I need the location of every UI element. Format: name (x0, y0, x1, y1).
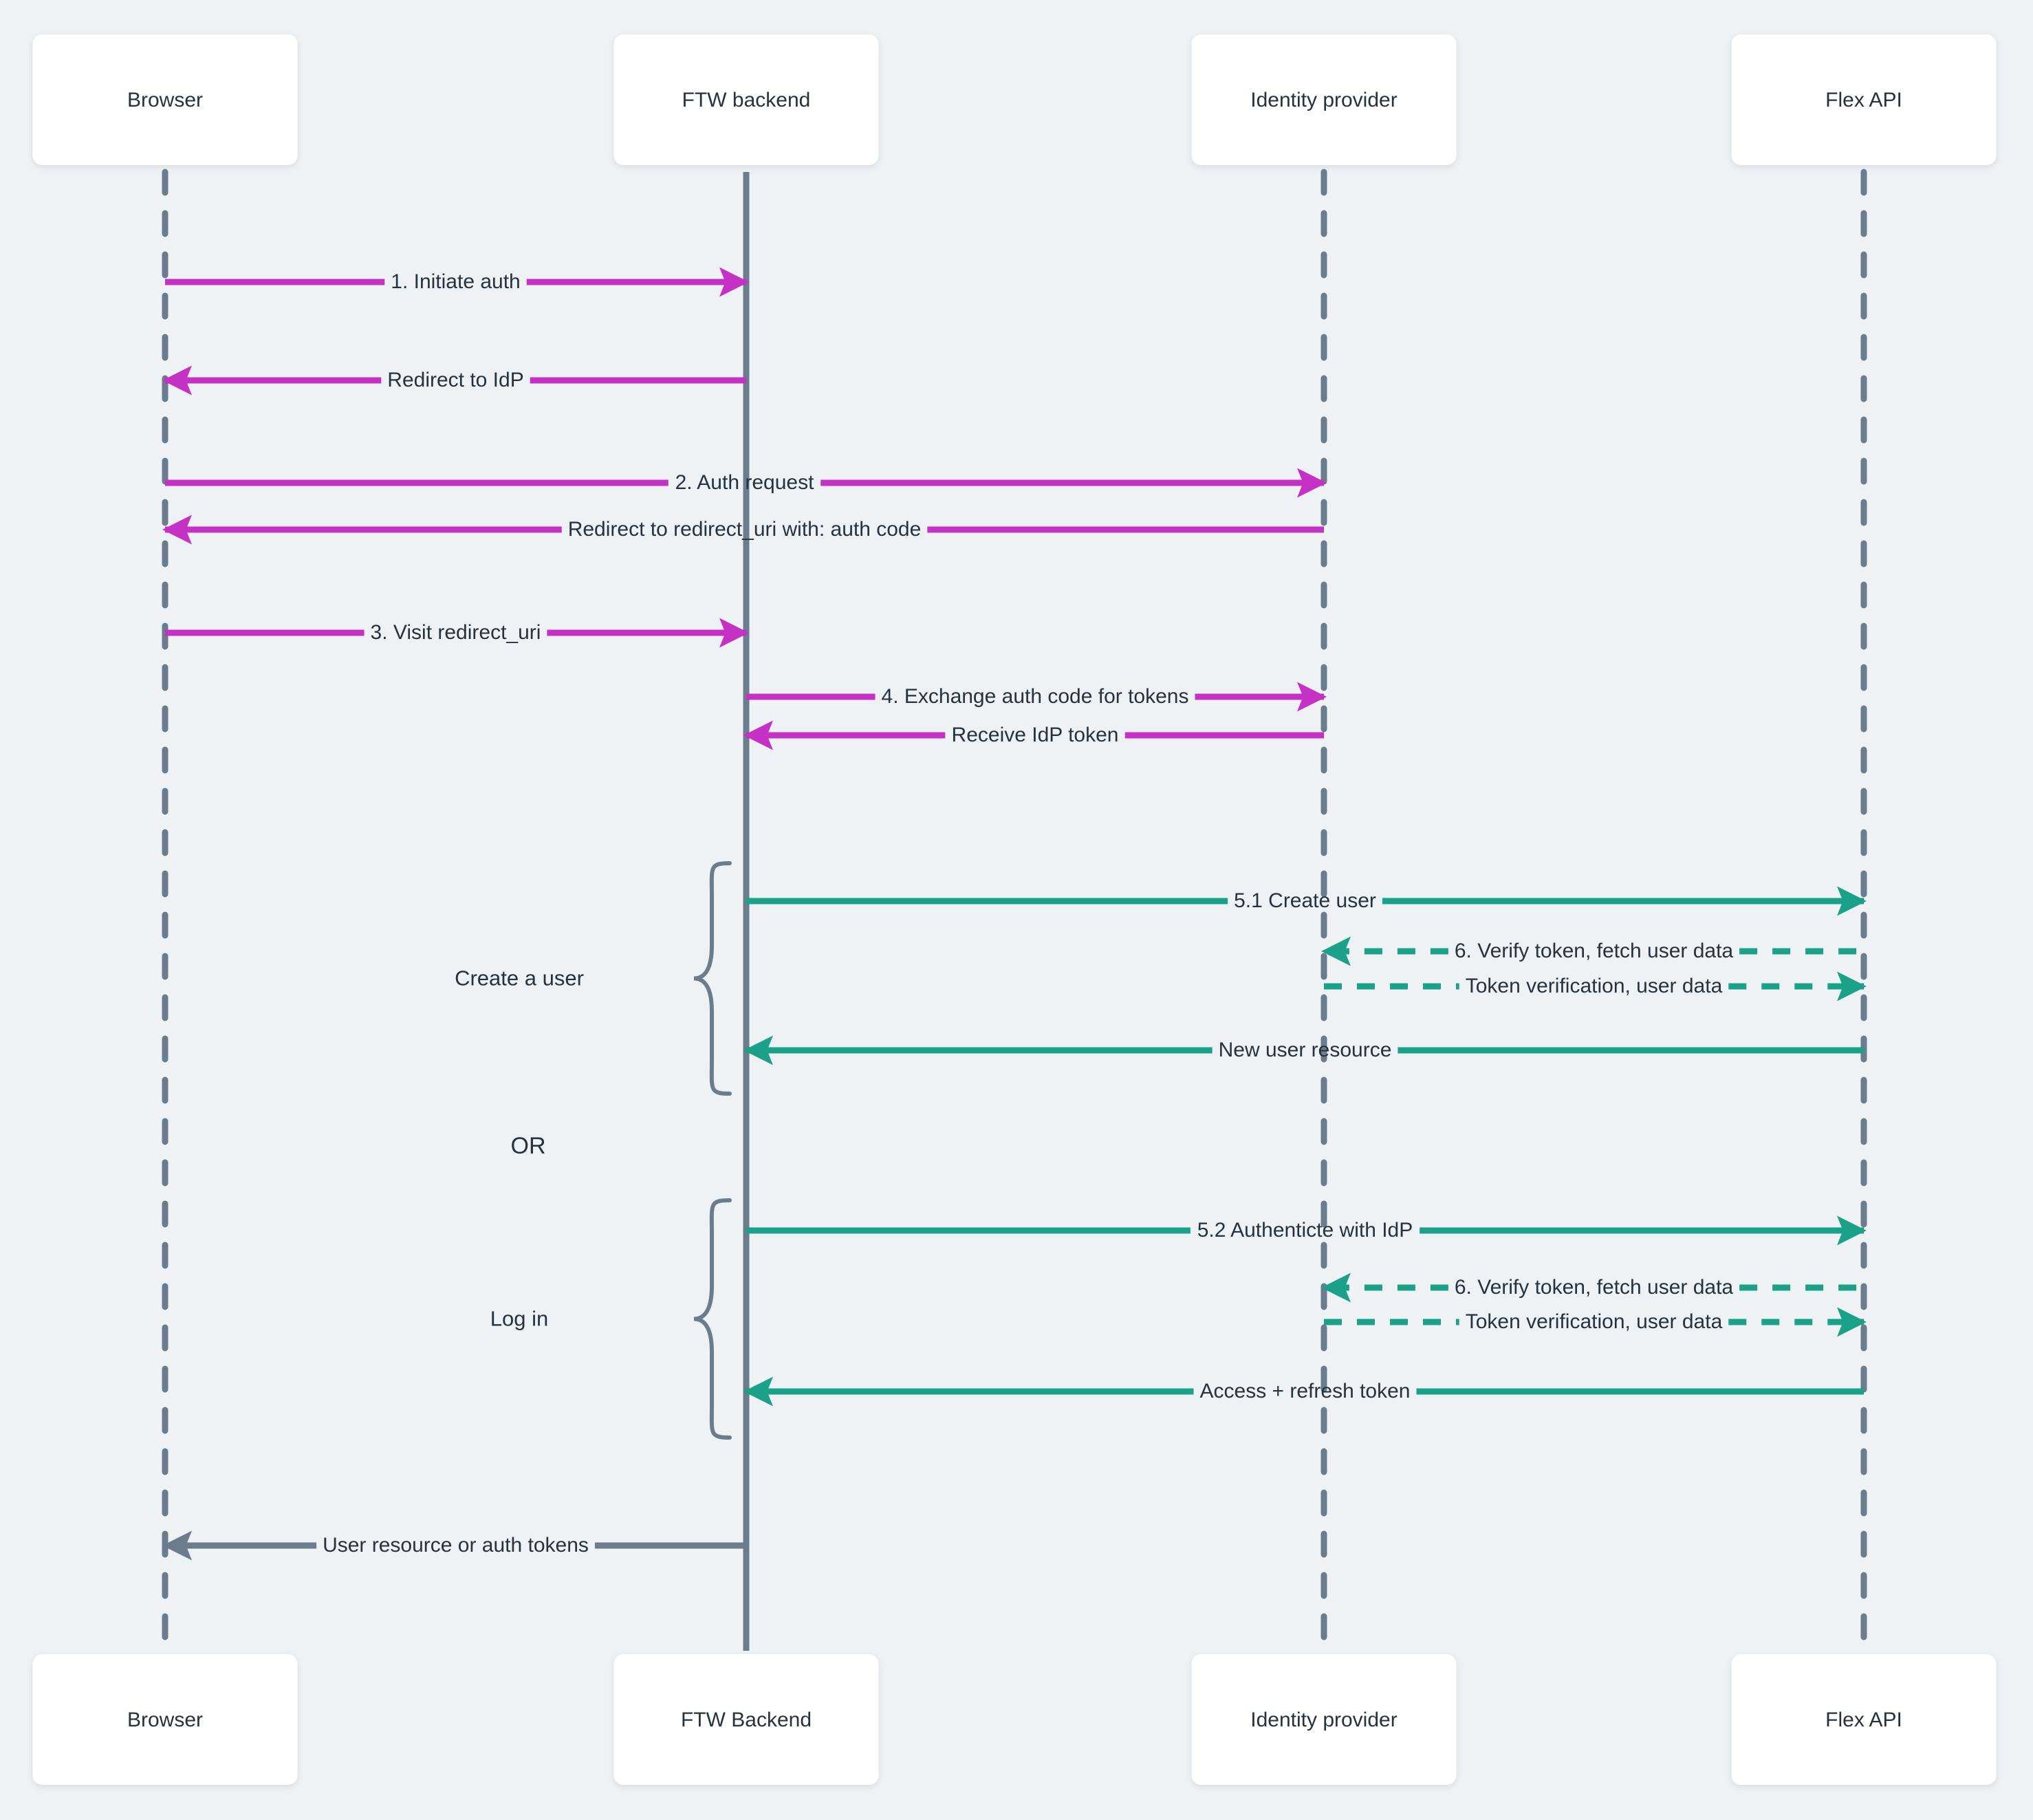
actor-label-ftw-top: FTW backend (682, 89, 811, 111)
message-m10: Token verification, user data (1324, 971, 1867, 1001)
message-label-m4: Redirect to redirect_uri with: auth code (568, 518, 922, 541)
annotation-or: OR (511, 1133, 546, 1159)
message-m6: 4. Exchange auth code for tokens (746, 682, 1327, 712)
message-label-m12: 5.2 Authenticte with IdP (1197, 1219, 1413, 1242)
group-label-g1: Create a user (455, 966, 584, 990)
message-m11: New user resource (743, 1035, 1864, 1065)
message-m15: Access + refresh token (743, 1376, 1864, 1407)
message-m14: Token verification, user data (1324, 1307, 1867, 1337)
actor-box-rect-flex-bottom (1731, 1654, 1997, 1785)
message-label-m16: User resource or auth tokens (323, 1534, 589, 1557)
message-label-m13: 6. Verify token, fetch user data (1455, 1276, 1734, 1299)
actor-box-rect-ftw-bottom (613, 1654, 879, 1785)
actor-box-browser-top[interactable]: Browser (32, 34, 298, 165)
actor-label-idp-bottom: Identity provider (1250, 1709, 1397, 1731)
actor-label-idp-top: Identity provider (1250, 89, 1397, 111)
message-m5: 3. Visit redirect_uri (165, 618, 749, 648)
message-label-m7: Receive IdP token (952, 724, 1119, 746)
message-label-m2: Redirect to IdP (387, 369, 523, 391)
group-label-g2: Log in (490, 1307, 548, 1331)
actor-label-ftw-bottom: FTW Backend (681, 1709, 812, 1731)
message-label-m9: 6. Verify token, fetch user data (1455, 940, 1734, 962)
message-m8: 5.1 Create user (746, 886, 1867, 916)
actor-box-browser-bottom[interactable]: Browser (32, 1654, 298, 1785)
message-m12: 5.2 Authenticte with IdP (746, 1215, 1867, 1246)
message-label-m15: Access + refresh token (1200, 1380, 1411, 1402)
group-brace-g1 (693, 861, 732, 1096)
message-label-m6: 4. Exchange auth code for tokens (882, 685, 1189, 708)
actor-boxes-bottom-layer: Browser FTW Backend Identity provider Flex … (32, 1654, 1997, 1785)
actor-label-flex-top: Flex API (1825, 89, 1902, 111)
actor-box-rect-idp-bottom (1191, 1654, 1457, 1785)
message-m4: Redirect to redirect_uri with: auth code (162, 514, 1324, 545)
actor-box-flex-bottom[interactable]: Flex API (1731, 1654, 1997, 1785)
message-m2: Redirect to IdP (162, 365, 746, 396)
actor-box-ftw-top[interactable]: FTW backend (613, 34, 879, 165)
actor-label-browser-bottom: Browser (127, 1709, 203, 1731)
actor-box-flex-top[interactable]: Flex API (1731, 34, 1997, 165)
message-m3: 2. Auth request (165, 468, 1327, 498)
actor-box-rect-browser-bottom (32, 1654, 298, 1785)
annotations-layer: OR (511, 1133, 546, 1159)
message-label-m3: 2. Auth request (675, 471, 814, 494)
group-brace-g2 (693, 1198, 732, 1440)
actor-box-rect-browser-top (32, 34, 298, 165)
message-label-m14: Token verification, user data (1466, 1310, 1723, 1333)
actor-box-idp-top[interactable]: Identity provider (1191, 34, 1457, 165)
actor-box-ftw-bottom[interactable]: FTW Backend (613, 1654, 879, 1785)
message-label-m11: New user resource (1219, 1039, 1392, 1061)
message-label-m8: 5.1 Create user (1234, 889, 1376, 912)
actor-box-rect-idp-top (1191, 34, 1457, 165)
actor-box-rect-ftw-top (613, 34, 879, 165)
lifelines-layer (162, 169, 1867, 1654)
actor-label-flex-bottom: Flex API (1825, 1709, 1902, 1731)
message-m13: 6. Verify token, fetch user data (1321, 1272, 1864, 1303)
message-label-m1: 1. Initiate auth (391, 270, 520, 293)
message-label-m10: Token verification, user data (1466, 975, 1723, 997)
message-m9: 6. Verify token, fetch user data (1321, 936, 1864, 966)
actor-boxes-top-layer: Browser FTW backend Identity provider Flex … (32, 34, 1997, 165)
message-label-m5: 3. Visit redirect_uri (371, 621, 541, 644)
actor-box-idp-bottom[interactable]: Identity provider (1191, 1654, 1457, 1785)
actor-box-rect-flex-top (1731, 34, 1997, 165)
message-m1: 1. Initiate auth (165, 267, 749, 297)
message-m7: Receive IdP token (743, 720, 1324, 750)
actor-label-browser-top: Browser (127, 89, 203, 111)
message-m16: User resource or auth tokens (162, 1530, 746, 1561)
